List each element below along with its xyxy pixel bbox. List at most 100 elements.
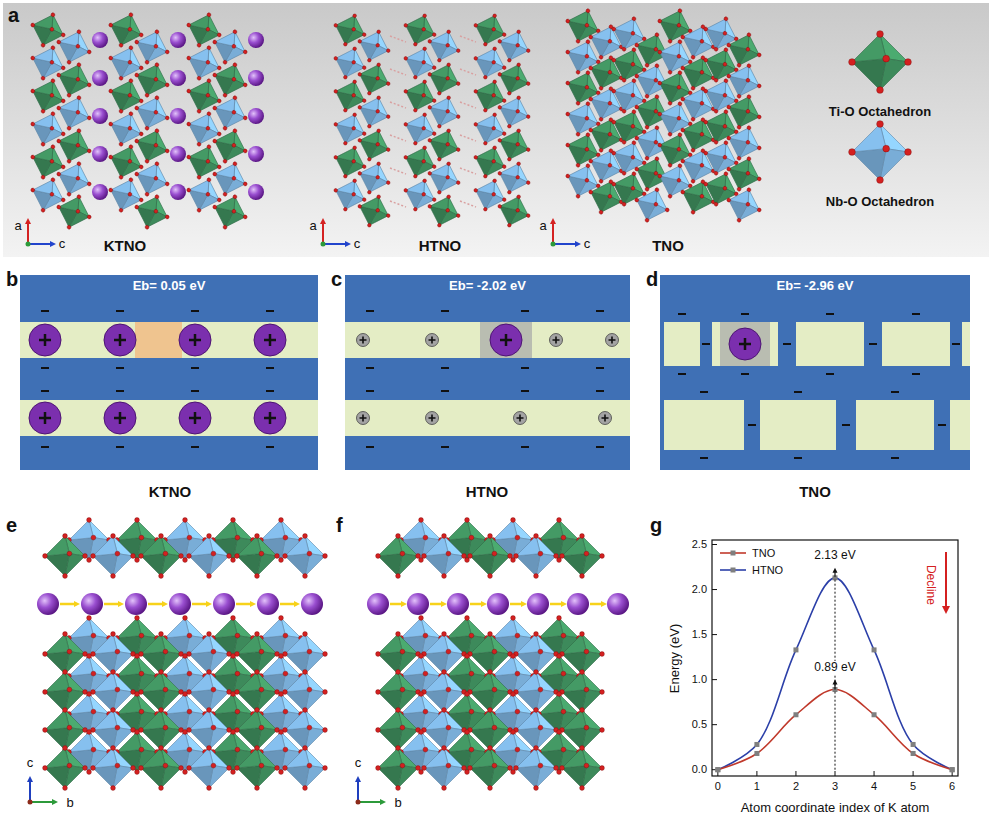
oxygen-atom — [608, 163, 613, 168]
oxygen-atom — [139, 198, 144, 203]
oxygen-atom — [135, 518, 140, 523]
oxygen-atom — [655, 63, 660, 68]
oxygen-atom — [677, 85, 682, 90]
oxygen-atom — [352, 112, 357, 117]
oxygen-atom — [279, 616, 284, 621]
oxygen-atom — [456, 81, 461, 86]
oxygen-atom — [437, 157, 442, 162]
charge-schematics — [20, 275, 970, 470]
oxygen-atom — [67, 687, 72, 692]
octahedron-face — [305, 710, 325, 730]
oxygen-atom — [108, 155, 113, 160]
oxygen-atom — [43, 652, 48, 657]
octahedron-face — [137, 192, 161, 213]
oxygen-atom — [186, 155, 191, 160]
oxygen-atom — [108, 23, 113, 28]
oxygen-atom — [135, 616, 140, 621]
minus-sign — [266, 310, 274, 312]
oxygen-atom — [128, 93, 133, 98]
oxygen-atom — [135, 770, 140, 775]
oxygen-atom — [323, 554, 328, 559]
panel-a-artwork — [3, 3, 989, 257]
oxygen-atom — [700, 194, 705, 199]
arrow-head — [345, 241, 351, 247]
oxygen-atom — [352, 46, 357, 51]
oxygen-atom — [491, 60, 496, 65]
k-atom — [248, 108, 264, 124]
octahedron-face — [65, 710, 85, 730]
octahedron-face — [89, 618, 109, 638]
oxygen-atom — [376, 62, 381, 67]
oxygen-atom — [83, 766, 88, 771]
oxygen-atom — [227, 766, 232, 771]
oxygen-atom — [677, 54, 682, 59]
minus-sign — [116, 310, 124, 312]
octahedron-face — [69, 732, 93, 752]
oxygen-atom — [206, 126, 211, 131]
oxygen-atom — [87, 654, 92, 659]
minus-sign — [521, 390, 529, 392]
oxygen-atom — [680, 97, 685, 102]
oxygen-atom — [139, 671, 144, 676]
oxygen-atom — [726, 105, 731, 110]
axis-origin — [551, 242, 556, 247]
octahedron-face — [614, 14, 638, 35]
oxygen-atom — [622, 171, 627, 176]
octahedron-face — [378, 554, 402, 576]
octahedron-face — [33, 10, 57, 31]
oxygen-atom — [714, 171, 719, 176]
oxygen-atom — [76, 209, 81, 214]
oxygen-atom — [139, 747, 144, 752]
oxygen-atom — [516, 95, 521, 100]
oxygen-atom — [680, 128, 685, 133]
oxygen-atom — [703, 58, 708, 63]
octahedron-face — [398, 536, 418, 556]
oxygen-atom — [883, 55, 890, 62]
oxygen-atom — [491, 93, 496, 98]
oxygen-atom — [703, 89, 708, 94]
oxygen-atom — [691, 148, 696, 153]
minus-sign — [116, 446, 124, 448]
octahedron-face — [285, 634, 309, 654]
octahedron — [43, 746, 88, 791]
octahedron-face — [45, 536, 69, 556]
oxygen-atom — [41, 208, 46, 213]
oxygen-atom — [473, 89, 478, 94]
oxygen-atom — [155, 128, 160, 133]
octahedron-face — [336, 110, 358, 130]
oxygen-atom — [77, 95, 82, 100]
octahedron-face — [444, 536, 464, 556]
k-atom — [92, 108, 108, 124]
oxygen-atom — [516, 128, 521, 133]
octahedron-face — [59, 126, 83, 147]
oxygen-atom — [526, 180, 531, 185]
oxygen-atom — [376, 29, 381, 34]
oxygen-atom — [611, 89, 616, 94]
oxygen-atom — [497, 105, 502, 110]
octahedron-face — [137, 618, 157, 638]
oxygen-atom — [115, 687, 120, 692]
oxygen-atom — [255, 746, 260, 751]
oxygen-atom — [515, 43, 520, 48]
oxygen-atom — [757, 115, 762, 120]
oxygen-atom — [757, 53, 762, 58]
octahedron-face — [476, 143, 498, 163]
octahedron — [139, 534, 184, 579]
oxygen-atom — [375, 43, 380, 48]
oxygen-atom — [427, 105, 432, 110]
oxygen-atom — [576, 39, 581, 44]
oxygen-atom — [128, 126, 133, 131]
oxygen-atom — [129, 45, 134, 50]
octahedron-face — [614, 169, 638, 190]
oxygen-atom — [586, 8, 591, 13]
oxygen-atom — [362, 32, 367, 37]
oxygen-atom — [159, 786, 164, 791]
oxygen-atom — [76, 77, 81, 82]
oxygen-atom — [586, 132, 591, 137]
octahedron-face — [93, 710, 117, 730]
oxygen-atom — [724, 109, 729, 114]
octahedron-face — [33, 109, 57, 130]
oxygen-atom — [207, 746, 212, 751]
octahedron-face — [185, 618, 205, 638]
octahedron-face — [706, 14, 730, 35]
